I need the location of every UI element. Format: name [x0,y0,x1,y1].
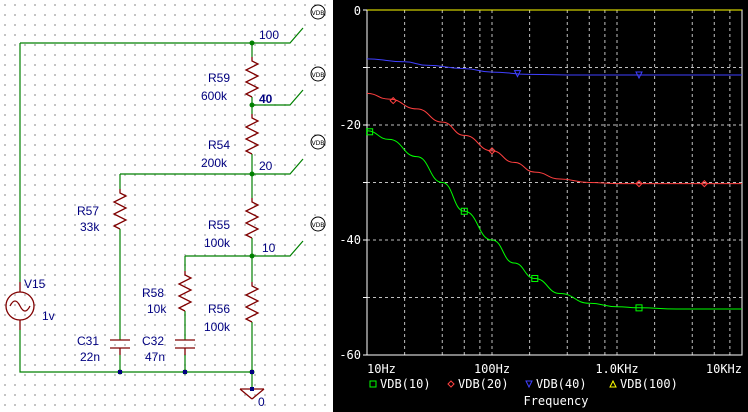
series-marker [488,147,496,155]
series-marker [635,71,643,80]
legend-label: VDB(10) [380,377,431,391]
probe-label: VDB [312,10,325,17]
node-label-10: 10 [262,241,276,255]
schematic-labels: 100 40 20 10 0 R59 600k R54 200k R55 100… [24,28,279,409]
y-tick-label: -20 [339,118,361,132]
y-tick-label: -40 [339,233,361,247]
series-marker [513,70,522,78]
series-marker [635,179,643,188]
r58-symbol [177,271,193,312]
series-marker [366,128,374,136]
series-marker [609,379,617,388]
r59-symbol [244,57,260,98]
y-tick-label: 0 [354,4,361,18]
plot-series [366,9,742,312]
r57-symbol [112,189,128,230]
r59-value: 600k [201,89,228,103]
r55-symbol [244,198,260,239]
node-label-ground: 0 [258,395,265,409]
series-marker [369,380,377,388]
c31-name: C31 [77,334,99,348]
y-tick-labels: 0 -20 -40 -60 [339,4,361,362]
r59-name: R59 [208,71,230,85]
wire-bottom [19,330,252,373]
series-line [366,92,742,185]
r56-symbol [244,282,260,323]
series-vdb10 [366,128,742,312]
junction-squares [118,370,254,391]
series-marker [531,275,539,283]
r56-value: 100k [204,320,231,334]
c31-value: 22n [80,350,100,364]
r54-value: 200k [201,156,228,170]
probe-marker-40[interactable]: VDB [310,66,326,82]
x-tick-label: 1.0KHz [595,362,638,376]
node-label-100: 100 [259,28,279,42]
r54-name: R54 [208,138,230,152]
probe-lead-100 [252,27,304,44]
schematic-canvas[interactable]: VDB VDB VDB VDB 100 40 20 10 0 R59 600k … [0,0,333,412]
probe-markers[interactable]: VDB VDB VDB VDB [310,4,326,232]
schematic-drawing[interactable]: VDB VDB VDB VDB 100 40 20 10 0 R59 600k … [0,0,333,412]
legend-item[interactable]: VDB(10) [369,377,431,391]
c32-name: C32 [142,334,164,348]
series-line [366,130,742,310]
junction-dots [117,40,255,375]
legend-item[interactable]: VDB(100) [609,377,678,391]
probe-label: VDB [312,222,325,229]
series-vdb20 [366,92,742,188]
v15-value: 1v [42,309,55,323]
wire-top [20,42,253,57]
node-label-40: 40 [259,92,273,106]
probe-lead-40 [252,89,304,106]
series-marker [460,207,468,215]
series-marker [700,179,709,188]
probe-marker-100[interactable]: VDB [310,4,326,20]
legend-label: VDB(40) [536,377,587,391]
series-line [366,58,742,76]
plot-legend[interactable]: VDB(10) VDB(20) VDB(40) VDB(100) [369,377,678,391]
schematic-wires [19,27,304,389]
r57-name: R57 [77,204,99,218]
series-marker [525,380,533,389]
x-tick-label: 100Hz [474,362,510,376]
probe-marker-20[interactable]: VDB [310,134,326,150]
legend-label: VDB(20) [458,377,509,391]
v15-sine [9,300,31,312]
x-tick-labels: 10Hz 100Hz 1.0KHz 10KHz [367,362,742,376]
x-tick-label: 10Hz [367,362,396,376]
c32-value: 47n [145,350,165,364]
probe-label: VDB [312,72,325,79]
node-label-20: 20 [259,159,273,173]
series-vdb40 [366,58,742,80]
series-marker [635,304,643,312]
r58-name: R58 [142,286,164,300]
legend-item[interactable]: VDB(40) [525,377,587,391]
v15-name: V15 [24,277,46,291]
y-tick-label: -60 [339,348,361,362]
series-marker [447,380,455,388]
x-axis-title: Frequency [523,394,588,408]
r55-name: R55 [208,218,230,232]
r56-name: R56 [208,302,230,316]
plot-grid [367,10,742,355]
probe-marker-10[interactable]: VDB [310,216,326,232]
probe-lead-10 [252,240,304,257]
x-tick-label: 10KHz [706,362,742,376]
r55-value: 100k [204,236,231,250]
r58-value: 10k [147,302,167,316]
legend-label: VDB(100) [620,377,678,391]
legend-item[interactable]: VDB(20) [447,377,509,391]
series-marker [389,96,397,105]
probe-lead-20 [252,158,304,175]
r54-symbol [244,114,260,155]
r57-value: 33k [80,220,100,234]
probe-label: VDB [312,140,325,147]
